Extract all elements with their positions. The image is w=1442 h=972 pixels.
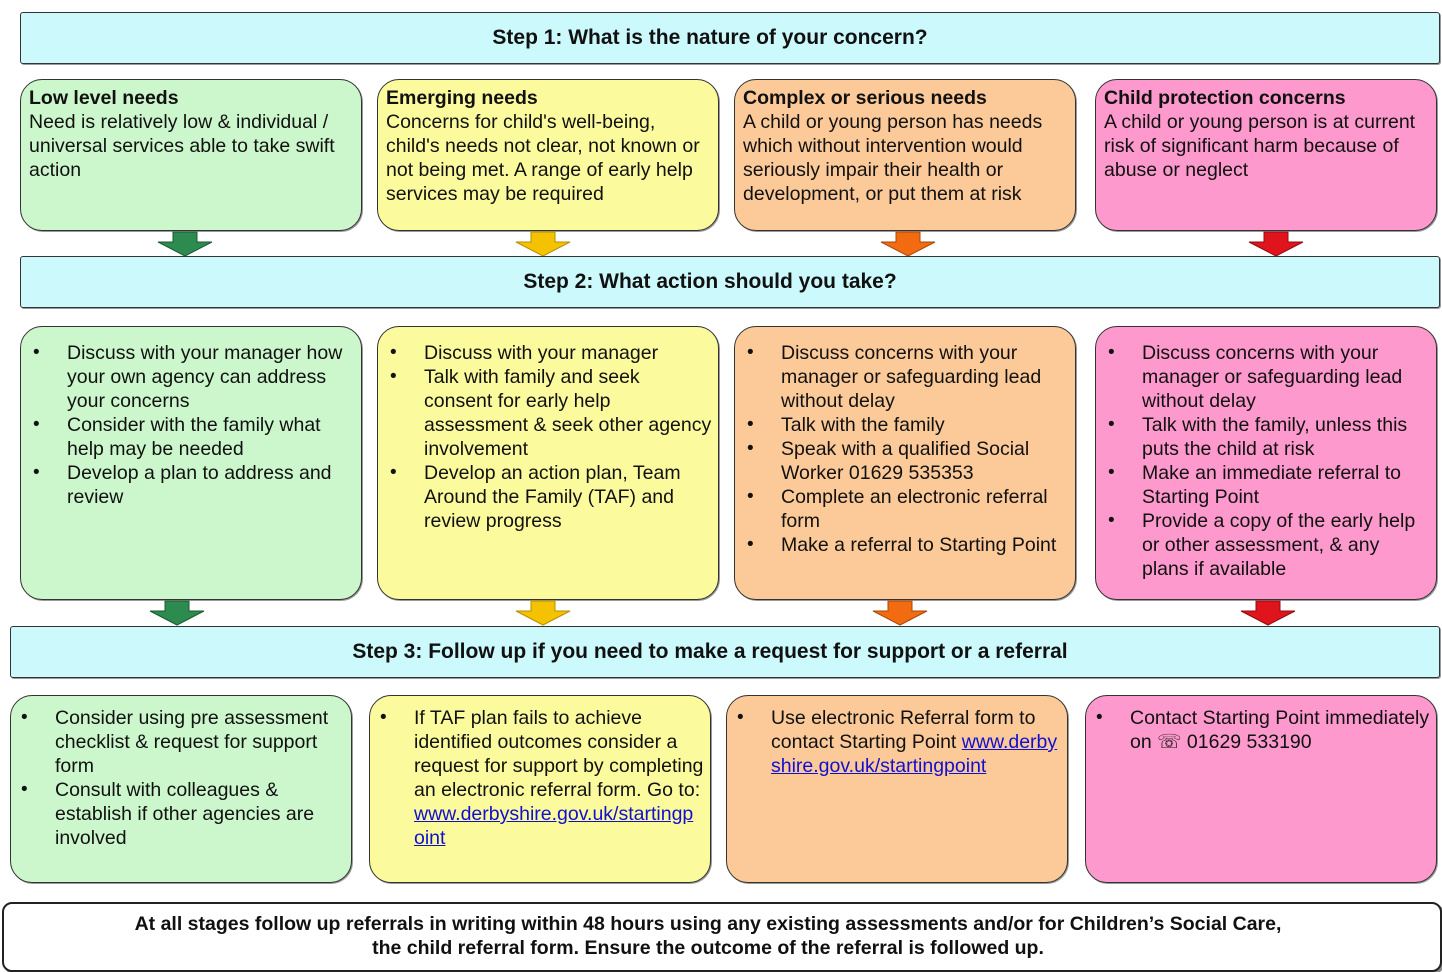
step-1-title: Step 1: What is the nature of your conce…: [492, 26, 928, 49]
followup-list: Contact Starting Point immediately on ☏ …: [1086, 706, 1430, 754]
complex-actions-box: Discuss concerns with your manager or sa…: [734, 326, 1076, 600]
complex-followup-box: Use electronic Referral form to contact …: [726, 695, 1068, 883]
list-item: Consult with colleagues & establish if o…: [11, 778, 345, 850]
arrow-down-icon: [872, 600, 928, 626]
complex-needs-box: Complex or serious needs A child or youn…: [734, 79, 1076, 231]
action-list: Discuss concerns with your manager or sa…: [735, 341, 1069, 557]
list-item: Discuss concerns with your manager or sa…: [1096, 341, 1430, 413]
complex-needs-text: A child or young person has needs which …: [743, 111, 1043, 205]
action-list: Discuss with your manager how your own a…: [21, 341, 355, 509]
list-item: Complete an electronic referral form: [735, 485, 1069, 533]
low-level-needs-title: Low level needs: [29, 87, 179, 109]
followup-text: If TAF plan fails to achieve identified …: [414, 707, 704, 801]
child-protection-title: Child protection concerns: [1104, 87, 1346, 109]
followup-list: If TAF plan fails to achieve identified …: [370, 706, 704, 850]
list-item: Develop an action plan, Team Around the …: [378, 461, 712, 533]
low-level-followup-box: Consider using pre assessment checklist …: [10, 695, 352, 883]
arrow-down-icon: [149, 600, 205, 626]
starting-point-link[interactable]: www.derbyshire.gov.uk/startingpoint: [414, 803, 694, 849]
followup-list: Consider using pre assessment checklist …: [11, 706, 345, 850]
child-protection-box: Child protection concerns A child or you…: [1095, 79, 1437, 231]
list-item: Make a referral to Starting Point: [735, 533, 1069, 557]
list-item: Discuss with your manager how your own a…: [21, 341, 355, 413]
list-item: Provide a copy of the early help or othe…: [1096, 509, 1430, 581]
list-item: Talk with family and seek consent for ea…: [378, 365, 712, 461]
emerging-needs-text: Concerns for child's well-being, child's…: [386, 111, 700, 205]
arrow-down-icon: [515, 600, 571, 626]
emerging-needs-title: Emerging needs: [386, 87, 538, 109]
list-item: Discuss concerns with your manager or sa…: [735, 341, 1069, 413]
emerging-actions-box: Discuss with your manager Talk with fami…: [377, 326, 719, 600]
arrow-down-icon: [515, 231, 571, 257]
list-item: Consider using pre assessment checklist …: [11, 706, 345, 778]
action-list: Discuss concerns with your manager or sa…: [1096, 341, 1430, 581]
footer-line-2: the child referral form. Ensure the outc…: [372, 937, 1044, 959]
child-protection-text: A child or young person is at current ri…: [1104, 111, 1416, 181]
list-item: Talk with the family, unless this puts t…: [1096, 413, 1430, 461]
list-item: Discuss with your manager: [378, 341, 712, 365]
step-3-banner: Step 3: Follow up if you need to make a …: [10, 626, 1440, 678]
action-list: Discuss with your manager Talk with fami…: [378, 341, 712, 533]
followup-text: Use electronic Referral form to contact …: [771, 707, 1036, 753]
step-1-banner: Step 1: What is the nature of your conce…: [20, 12, 1440, 64]
list-item: Contact Starting Point immediately on ☏ …: [1086, 706, 1430, 754]
footer-line-1: At all stages follow up referrals in wri…: [134, 913, 1282, 935]
list-item: Speak with a qualified Social Worker 016…: [735, 437, 1069, 485]
complex-needs-title: Complex or serious needs: [743, 87, 987, 109]
arrow-down-icon: [1248, 231, 1304, 257]
followup-list: Use electronic Referral form to contact …: [727, 706, 1061, 778]
footer-note: At all stages follow up referrals in wri…: [2, 902, 1442, 972]
list-item: Talk with the family: [735, 413, 1069, 437]
list-item: Consider with the family what help may b…: [21, 413, 355, 461]
list-item: Make an immediate referral to Starting P…: [1096, 461, 1430, 509]
emerging-needs-box: Emerging needs Concerns for child's well…: [377, 79, 719, 231]
low-level-actions-box: Discuss with your manager how your own a…: [20, 326, 362, 600]
child-protection-actions-box: Discuss concerns with your manager or sa…: [1095, 326, 1437, 600]
step-3-title: Step 3: Follow up if you need to make a …: [352, 640, 1068, 663]
list-item: If TAF plan fails to achieve identified …: [370, 706, 704, 850]
starting-point-link[interactable]: www.derbyshire.gov.uk/startingpoint: [771, 731, 1058, 777]
arrow-down-icon: [1240, 600, 1296, 626]
list-item: Develop a plan to address and review: [21, 461, 355, 509]
low-level-needs-text: Need is relatively low & individual / un…: [29, 111, 335, 181]
step-2-title: Step 2: What action should you take?: [523, 270, 897, 293]
arrow-down-icon: [880, 231, 936, 257]
arrow-down-icon: [157, 231, 213, 257]
step-2-banner: Step 2: What action should you take?: [20, 256, 1440, 308]
low-level-needs-box: Low level needs Need is relatively low &…: [20, 79, 362, 231]
list-item: Use electronic Referral form to contact …: [727, 706, 1061, 778]
child-protection-followup-box: Contact Starting Point immediately on ☏ …: [1085, 695, 1437, 883]
emerging-followup-box: If TAF plan fails to achieve identified …: [369, 695, 711, 883]
